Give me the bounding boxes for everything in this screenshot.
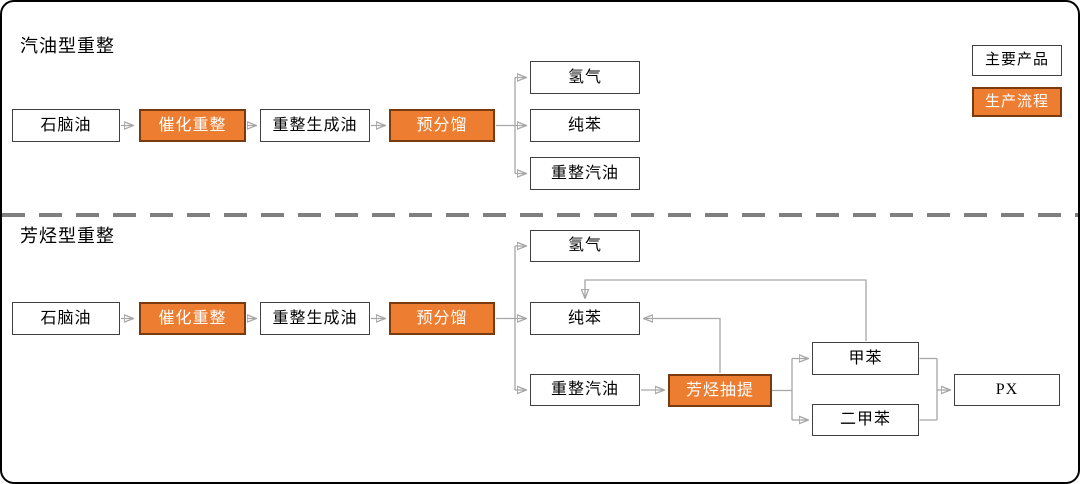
node-prefractionation-aromatics: 预分馏 [389, 302, 495, 335]
legend-main-product: 主要产品 [972, 45, 1062, 76]
node-px: PX [954, 374, 1060, 406]
node-reformed-gasoline-aromatics: 重整汽油 [530, 374, 640, 406]
node-aromatics-extraction: 芳烃抽提 [668, 374, 772, 407]
node-catalytic-reforming-aromatics: 催化重整 [139, 302, 246, 335]
section-title-aromatics-reforming: 芳烃型重整 [20, 226, 115, 246]
section-title-gasoline-reforming: 汽油型重整 [20, 36, 115, 56]
node-catalytic-reforming-gasoline: 催化重整 [139, 109, 246, 142]
legend-production-process: 生产流程 [972, 87, 1062, 117]
node-toluene: 甲苯 [812, 342, 919, 375]
node-hydrogen-aromatics: 氢气 [530, 230, 640, 262]
node-benzene-gasoline: 纯苯 [530, 109, 640, 142]
node-naphtha-gasoline: 石脑油 [12, 109, 120, 142]
node-naphtha-aromatics: 石脑油 [12, 302, 120, 335]
node-reformed-gasoline-gasoline: 重整汽油 [530, 157, 640, 190]
node-prefractionation-gasoline: 预分馏 [389, 109, 495, 142]
node-reformate-aromatics: 重整生成油 [260, 302, 370, 335]
node-benzene-aromatics: 纯苯 [530, 302, 640, 335]
node-xylene: 二甲苯 [812, 404, 919, 436]
node-reformate-gasoline: 重整生成油 [260, 109, 370, 142]
node-hydrogen-gasoline: 氢气 [530, 61, 640, 94]
